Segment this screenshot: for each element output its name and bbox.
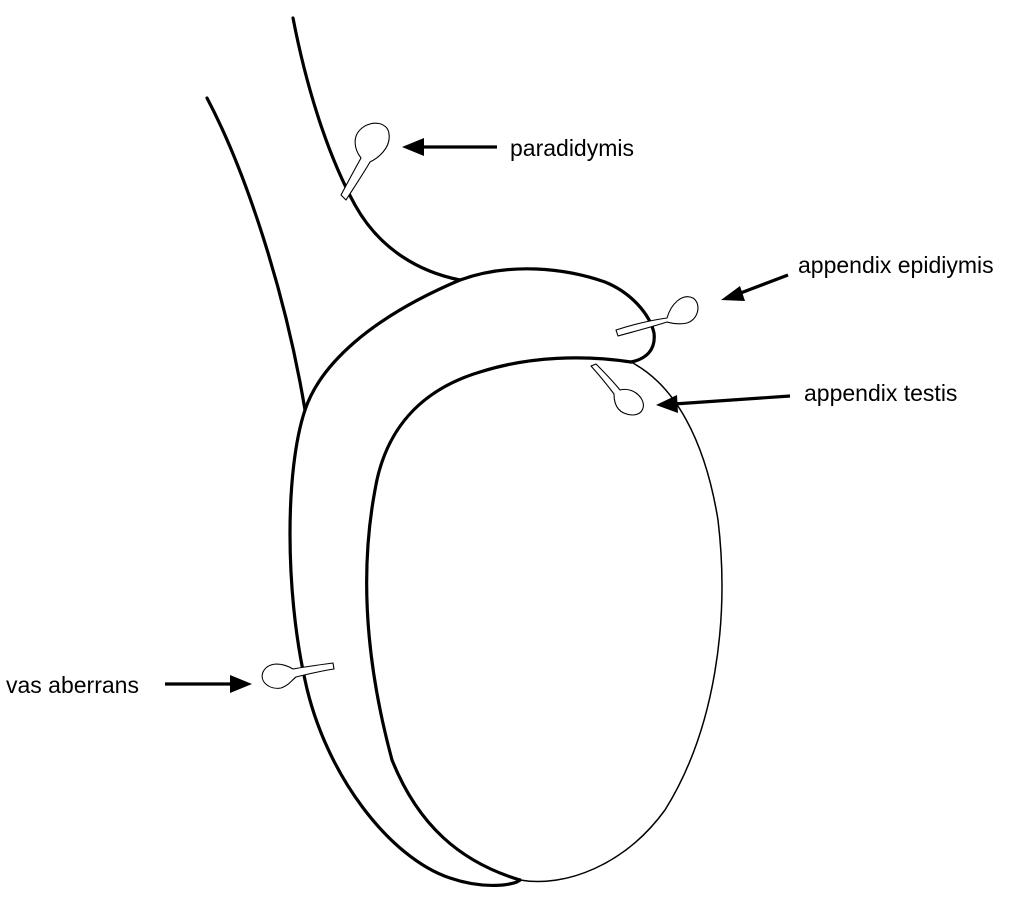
- label-paradidymis: paradidymis: [510, 135, 634, 161]
- appendix-testis-arrow-shaft: [673, 394, 791, 406]
- epididymis-inner-edge: [365, 356, 633, 882]
- appendix-testis-arrow: [656, 394, 791, 413]
- appendix-testis-appendage: [590, 363, 644, 416]
- label-appendix-testis: appendix testis: [804, 380, 957, 406]
- paradidymis-arrow: [402, 138, 497, 156]
- paradidymis-appendage: [340, 122, 390, 201]
- spermatic-cord-right-edge: [291, 16, 462, 282]
- appendix-epididymis-appendage: [615, 296, 699, 337]
- label-vas-aberrans: vas aberrans: [6, 672, 139, 698]
- vas-aberrans-appendage: [261, 662, 335, 689]
- label-appendix-epididymis: appendix epidiymis: [798, 252, 994, 278]
- appendix-testis-arrow-head: [656, 395, 678, 413]
- appendix-epididymis-arrow: [721, 273, 789, 301]
- paradidymis-arrow-head: [402, 138, 424, 156]
- vas-aberrans-arrow-head: [230, 675, 252, 693]
- vas-aberrans-arrow: [165, 675, 252, 693]
- appendix-epididymis-arrow-head: [721, 286, 745, 301]
- appendix-epididymis-arrow-shaft: [737, 273, 789, 296]
- ductus-deferens-left-edge: [205, 96, 307, 412]
- testis-outline: [519, 361, 723, 883]
- epididymis-outline: [288, 267, 656, 888]
